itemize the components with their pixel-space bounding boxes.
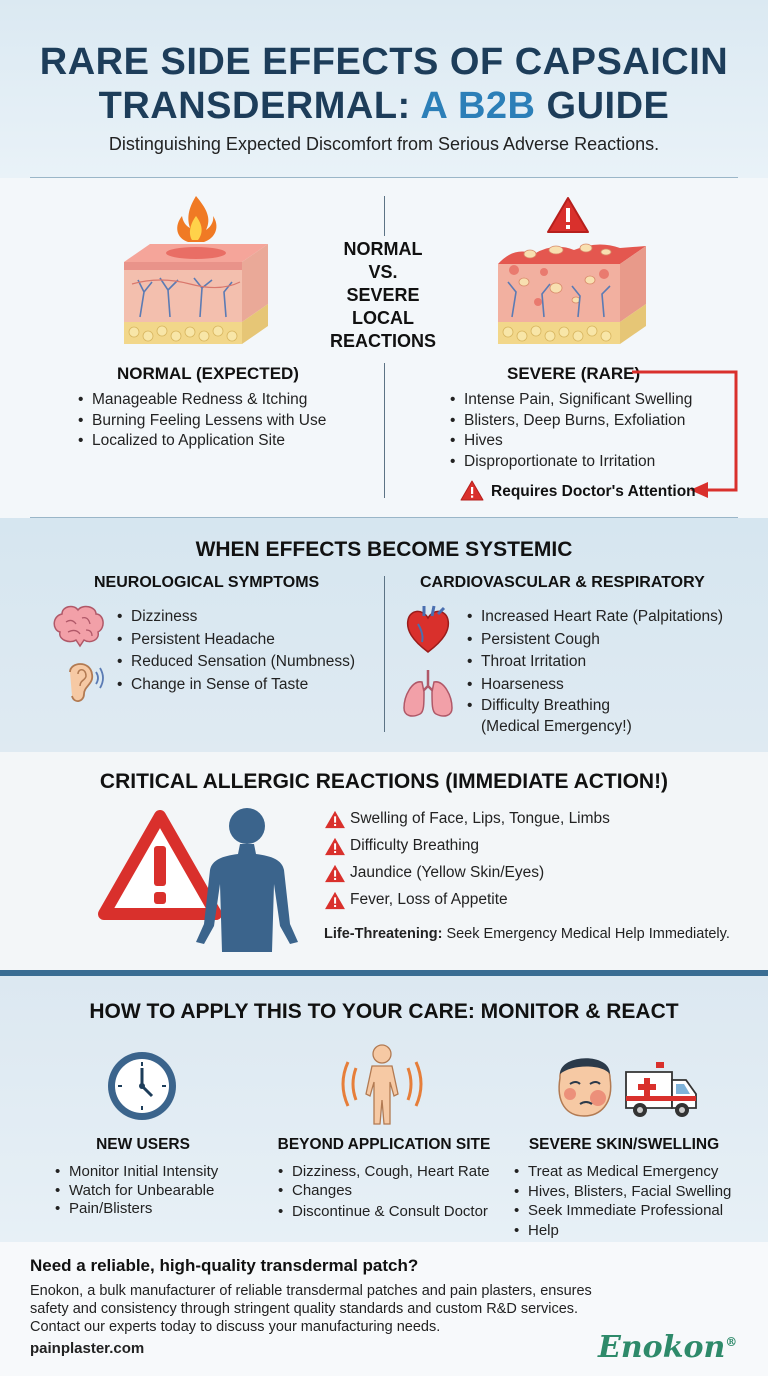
human-silhouette-icon [196,808,298,952]
list-item: Intense Pain, Significant Swelling [450,390,692,411]
list-item: Treat as Medical Emergency [514,1162,731,1182]
list-item: Watch for Unbearable [55,1181,218,1200]
list-item: Changes [278,1181,490,1200]
clock-icon [108,1052,176,1120]
severe-list: Intense Pain, Significant Swelling Blist… [450,390,692,472]
website-link[interactable]: painplaster.com [30,1340,145,1357]
list-item: Localized to Application Site [78,431,326,452]
page-subtitle: Distinguishing Expected Discomfort from … [108,134,660,154]
center-divider-top [384,196,385,236]
list-item: Persistent Headache [117,629,355,652]
list-item: Seek Immediate Professional [514,1201,731,1221]
callout-arrow [632,370,738,498]
life-threatening-note: Life-Threatening: Seek Emergency Medical… [324,926,730,942]
divider [30,517,738,518]
list-item: Blisters, Deep Burns, Exfoliation [450,411,692,432]
list-item: Change in Sense of Taste [117,674,355,697]
cta-question: Need a reliable, high-quality transderma… [30,1256,419,1275]
brain-icon [53,605,104,648]
cardio-heading: CARDIOVASCULAR & RESPIRATORY [420,574,705,591]
list-item: Monitor Initial Intensity [55,1162,218,1181]
header: RARE SIDE EFFECTS OF CAPSAICIN TRANSDERM… [0,0,768,178]
swollen-face-icon [558,1058,612,1117]
beyond-site-list: Dizziness, Cough, Heart Rate Changes Dis… [278,1162,490,1221]
warning-icon [325,891,345,910]
list-item: Difficulty Breathing [467,696,723,715]
warning-icon [325,837,345,856]
list-item: Pain/Blisters [55,1199,218,1218]
divider [30,177,738,178]
new-users-heading: NEW USERS [96,1136,190,1153]
lungs-icon [403,670,453,717]
allergic-title: CRITICAL ALLERGIC REACTIONS (IMMEDIATE A… [99,770,669,793]
list-item: Persistent Cough [467,629,723,652]
list-item: Reduced Sensation (Numbness) [117,651,355,674]
page-title: RARE SIDE EFFECTS OF CAPSAICIN TRANSDERM… [39,41,729,127]
list-item: Hoarseness [467,674,723,697]
list-item: Manageable Redness & Itching [78,390,326,411]
list-item: Throat Irritation [467,651,723,674]
enokon-logo: Enokon® [598,1330,738,1365]
list-item: Discontinue & Consult Doctor [278,1202,490,1221]
list-item: Increased Heart Rate (Palpitations) [467,606,723,629]
warning-icon [460,480,484,501]
neuro-heading: NEUROLOGICAL SYMPTOMS [94,574,320,591]
doctor-callout: Requires Doctor's Attention [491,483,696,500]
new-users-list: Monitor Initial Intensity Watch for Unbe… [55,1162,218,1218]
body-radiating-icon [341,1044,423,1125]
column-divider [384,576,385,732]
care-title: HOW TO APPLY THIS TO YOUR CARE: MONITOR … [89,1000,679,1023]
list-item: Dizziness, Cough, Heart Rate [278,1162,490,1181]
heart-icon [406,605,450,653]
company-description: Enokon, a bulk manufacturer of reliable … [30,1283,592,1335]
normal-vs-severe-title: NORMAL VS. SEVERE LOCAL REACTIONS [329,239,436,351]
list-item: Burning Feeling Lessens with Use [78,411,326,432]
footer: Need a reliable, high-quality transderma… [0,1242,768,1376]
warning-icon [547,197,589,233]
center-divider-bottom [384,363,385,498]
allergic-section: CRITICAL ALLERGIC REACTIONS (IMMEDIATE A… [0,752,768,970]
local-reactions-section: NORMAL VS. SEVERE LOCAL REACTIONS NORMAL… [0,178,768,518]
normal-heading: NORMAL (EXPECTED) [117,364,299,383]
ambulance-icon [625,1062,697,1117]
ear-icon [69,663,104,702]
list-item: Hives [450,431,692,452]
beyond-site-heading: BEYOND APPLICATION SITE [277,1136,491,1153]
cardio-list: Increased Heart Rate (Palpitations) Pers… [467,606,723,715]
severe-skin-list: Treat as Medical Emergency Hives, Bliste… [514,1162,731,1240]
systemic-section: WHEN EFFECTS BECOME SYSTEMIC NEUROLOGICA… [0,518,768,752]
severe-skin-heading: SEVERE SKIN/SWELLING [528,1136,720,1153]
severe-heading: SEVERE (RARE) [507,364,641,383]
normal-list: Manageable Redness & Itching Burning Fee… [78,390,326,452]
emergency-note: (Medical Emergency!) [481,718,632,735]
systemic-title: WHEN EFFECTS BECOME SYSTEMIC [195,538,573,561]
warning-icon [325,810,345,829]
list-item: Dizziness [117,606,355,629]
neuro-list: Dizziness Persistent Headache Reduced Se… [117,606,355,696]
list-item: Help [514,1221,731,1241]
list-item: Hives, Blisters, Facial Swelling [514,1182,731,1202]
severe-skin-illustration [498,197,646,344]
care-section: HOW TO APPLY THIS TO YOUR CARE: MONITOR … [0,970,768,1242]
flame-icon [177,196,217,242]
normal-skin-illustration [124,196,268,344]
warning-icon [325,864,345,883]
list-item: Disproportionate to Irritation [450,452,692,473]
large-warning-icon [98,810,222,920]
